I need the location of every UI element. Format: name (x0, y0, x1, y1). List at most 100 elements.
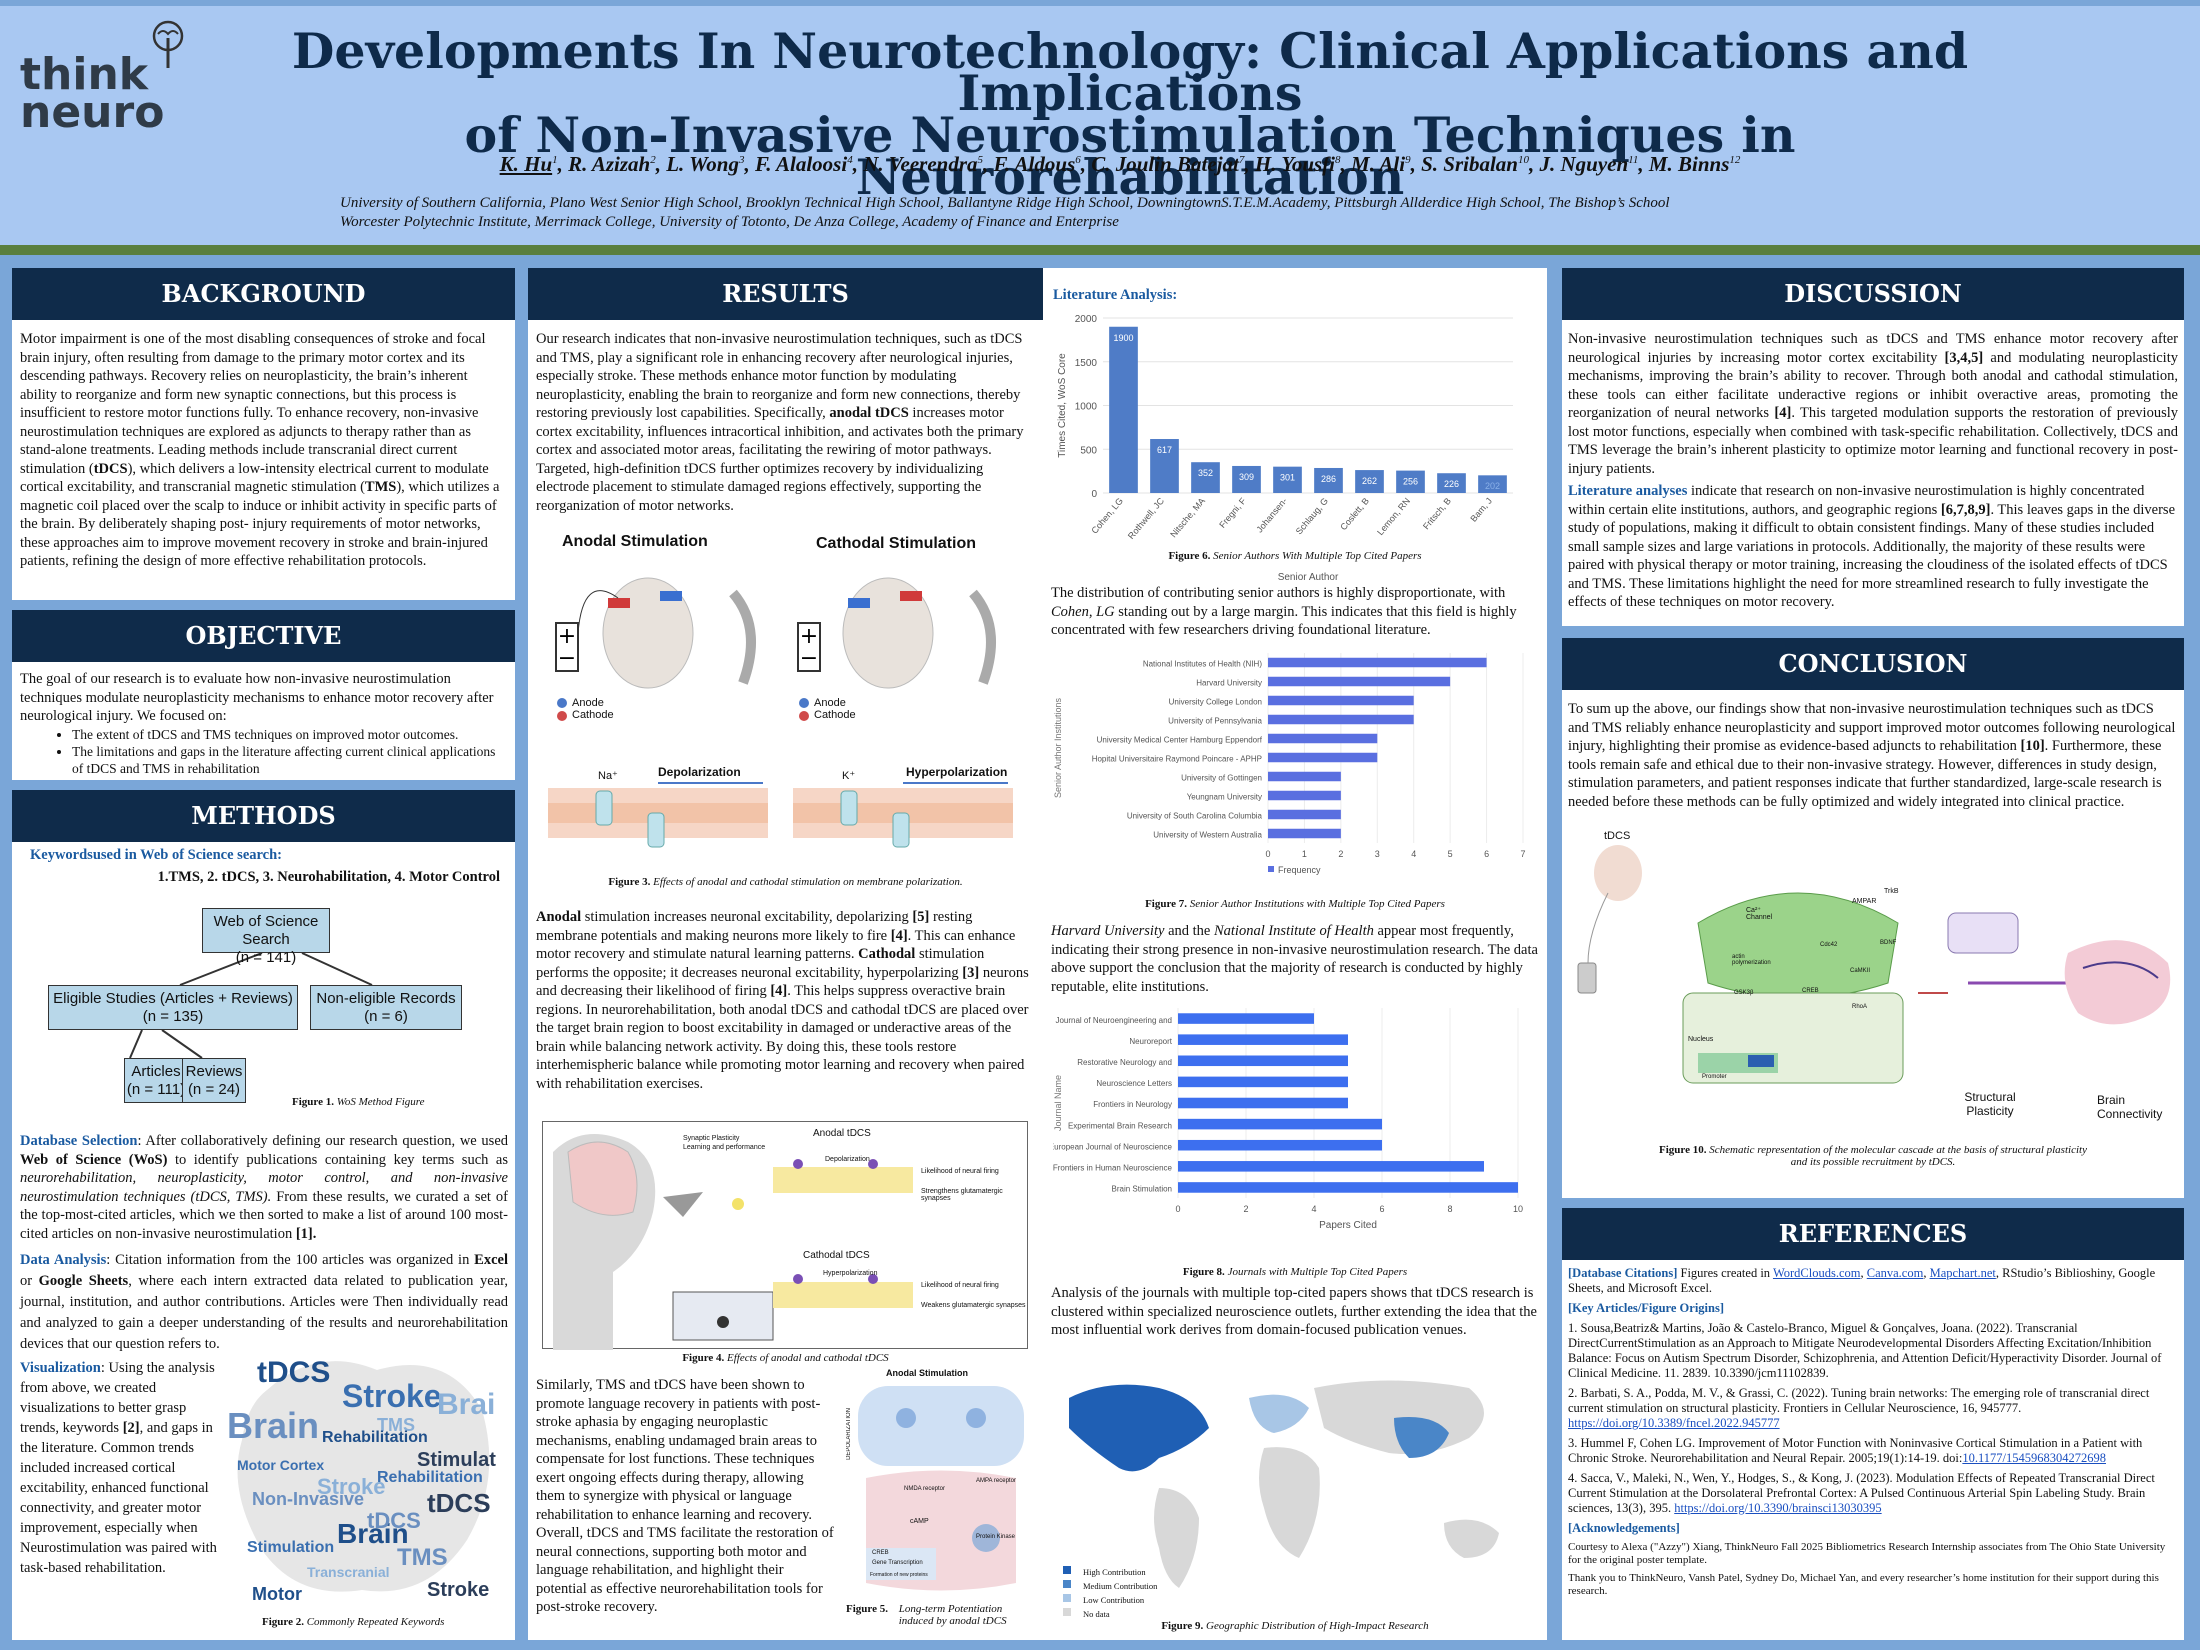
figure-5-label: Figure 5. (846, 1603, 888, 1615)
x-tick-label: Cohen, LG (1089, 496, 1125, 536)
figure-8-label: Figure 8. (1182, 1266, 1225, 1278)
bar (1268, 828, 1341, 839)
fig10-gsk: GSK3β (1734, 990, 1754, 996)
x-tick-label: Fritsch, B (1421, 496, 1453, 532)
bar-value-label: 617 (1157, 445, 1172, 455)
flow-search-count: (n = 141) (235, 949, 297, 966)
bar (1191, 462, 1220, 493)
keywords-list: 1.TMS, 2. tDCS, 3. Neurohabilitation, 4.… (157, 869, 500, 885)
poster-title: Developments In Neurotechnology: Clinica… (190, 27, 2070, 202)
canva-link[interactable]: Canva.com (1866, 1266, 1924, 1280)
da-text-2: , where each intern extracted data relat… (20, 1273, 508, 1352)
x-tick-label: Fregni, F (1217, 495, 1248, 529)
flow-eligible-label: Eligible Studies (Articles + Reviews) (53, 990, 293, 1007)
figure-1-caption: Figure 1. WoS Method Figure (292, 1096, 425, 1108)
reference-3: 3. Hummel F, Cohen LG. Improvement of Mo… (1568, 1436, 2178, 1466)
disc-p1-2: and modulating neuroplasticity mechanism… (1568, 349, 2178, 422)
fig10-connectivity: Brain Connectivity (2097, 1093, 2163, 1121)
acknowledgement-2: Thank you to ThinkNeuro, Vansh Patel, Sy… (1568, 1572, 2159, 1597)
fig4-illustration (553, 1134, 913, 1350)
figure-2-label: Figure 2. (262, 1616, 304, 1628)
fig3-cathodal-title: Cathodal Stimulation (816, 535, 976, 552)
author-affiliation-number: 12 (1729, 154, 1741, 166)
fig10-nucleus: Nucleus (1688, 1036, 1714, 1043)
figure-4: Anodal tDCS Cathodal tDCS Depolarization… (542, 1121, 1028, 1350)
lit-text-2: Harvard University and the National Inst… (1051, 922, 1541, 996)
x-axis-label: Papers Cited (1319, 1220, 1377, 1231)
word-cloud-word: Transcranial (307, 1564, 390, 1580)
flow-reviews-count: (n = 24) (187, 1081, 241, 1098)
mapchart-link[interactable]: Mapchart.net (1929, 1266, 1996, 1280)
literature-analysis-heading: Literature Analysis: (1053, 287, 1178, 303)
fig10-rhoa: RhoA (1852, 1004, 1868, 1010)
x-tick-label: 10 (1513, 1204, 1523, 1214)
bar (1268, 809, 1341, 820)
wordclouds-link[interactable]: WordClouds.com (1772, 1266, 1861, 1280)
concl-p1: To sum up the above, our findings show t… (1568, 701, 2176, 754)
results-cathodal: Cathodal (858, 946, 916, 962)
word-cloud-word: Stimulation (417, 1449, 497, 1471)
data-analysis: Data Analysis: Citation information from… (20, 1250, 508, 1355)
author-name: L. Wong (666, 152, 739, 176)
fig3-sodium: Na⁺ (598, 770, 618, 782)
world-map (1063, 1380, 1499, 1616)
reference-4-link[interactable]: https://doi.org/10.3390/brainsci13030395 (1674, 1501, 1882, 1515)
fig10-ampar: AMPAR (1852, 898, 1877, 905)
x-tick-label: 2 (1338, 849, 1343, 859)
figure-1-text: WoS Method Figure (336, 1096, 425, 1108)
x-tick-label: Johansen- (1254, 496, 1289, 535)
results-p1-rest: increases motor cortex excitability, inf… (536, 405, 1024, 514)
reference-2-link[interactable]: https://doi.org/10.3389/fncel.2022.94577… (1568, 1416, 1780, 1430)
fig4-syn: Synaptic Plasticity (683, 1135, 740, 1142)
word-cloud-word: Stroke (317, 1474, 386, 1499)
author-affiliation-number: 3 (738, 154, 745, 166)
fig10-illustration (1577, 845, 2171, 1084)
bar (1178, 1097, 1348, 1109)
flow-noneligible-count: (n = 6) (364, 1008, 408, 1025)
fig5-new-proteins: Formation of new proteins (870, 1572, 928, 1578)
author-affiliation-number: 7 (1238, 154, 1245, 166)
svg-text:−: − (800, 646, 818, 671)
lit-cohen: Cohen, LG (1051, 603, 1115, 620)
fig10-tdcs: tDCS (1604, 830, 1631, 842)
figure-7-text: Senior Author Institutions with Multiple… (1189, 898, 1445, 910)
bar (1268, 771, 1341, 782)
y-tick-label: University of Pennsylvania (1168, 716, 1262, 725)
da-or: or (20, 1273, 39, 1289)
word-cloud-word: tDCS (427, 1488, 491, 1518)
fig4-hyperpol: Hyperpolarization (823, 1270, 878, 1277)
figure-10-text-1: Schematic representation of the molecula… (1709, 1144, 2087, 1156)
bar (1178, 1055, 1348, 1067)
bar (1273, 466, 1302, 493)
bar (1478, 475, 1507, 493)
affiliations-line-1: University of Southern California, Plano… (340, 195, 1670, 211)
results-ref-4a: [4] (890, 927, 908, 944)
database-selection-label: Database Selection (20, 1133, 138, 1149)
y-tick-label: The European Journal of Neuroscience (1053, 1142, 1173, 1151)
legend-swatch (1268, 866, 1274, 872)
lit-text-1: The distribution of contributing senior … (1051, 584, 1541, 640)
figure-9-text: Geographic Distribution of High-Impact R… (1206, 1620, 1429, 1632)
bar-value-label: 301 (1280, 473, 1295, 483)
references-section: REFERENCES [Database Citations] Figures … (1562, 1208, 2184, 1640)
results-section: RESULTS Our research indicates that non-… (528, 268, 1043, 1640)
author-name: S. Sribalan (1421, 152, 1518, 176)
flow-articles-label: Articles (131, 1063, 181, 1080)
db-text-3: From these results, we curated a set of … (20, 1188, 508, 1242)
bar (1268, 790, 1341, 801)
fig3-hyperpolarization: Hyperpolarization (906, 765, 1008, 779)
disc-ref-6789: [6,7,8,9] (1940, 501, 1991, 518)
fig10-actin: actin polymerization (1732, 954, 1771, 966)
word-cloud-word: TMS (397, 1544, 448, 1571)
x-tick-label: 0 (1265, 849, 1270, 859)
reference-3-link[interactable]: 10.1177/1545968304272698 (1962, 1451, 2106, 1465)
db-terms: neurorehabilitation, neuroplasticity, mo… (20, 1170, 508, 1205)
disc-p2-2: . This leaves gaps in the diverse study … (1568, 501, 2176, 611)
y-tick-label: University College London (1169, 697, 1262, 706)
discussion-section: DISCUSSION Non-invasive neurostimulation… (1562, 268, 2184, 626)
y-tick-label: Frontiers in Human Neuroscience (1053, 1164, 1173, 1173)
